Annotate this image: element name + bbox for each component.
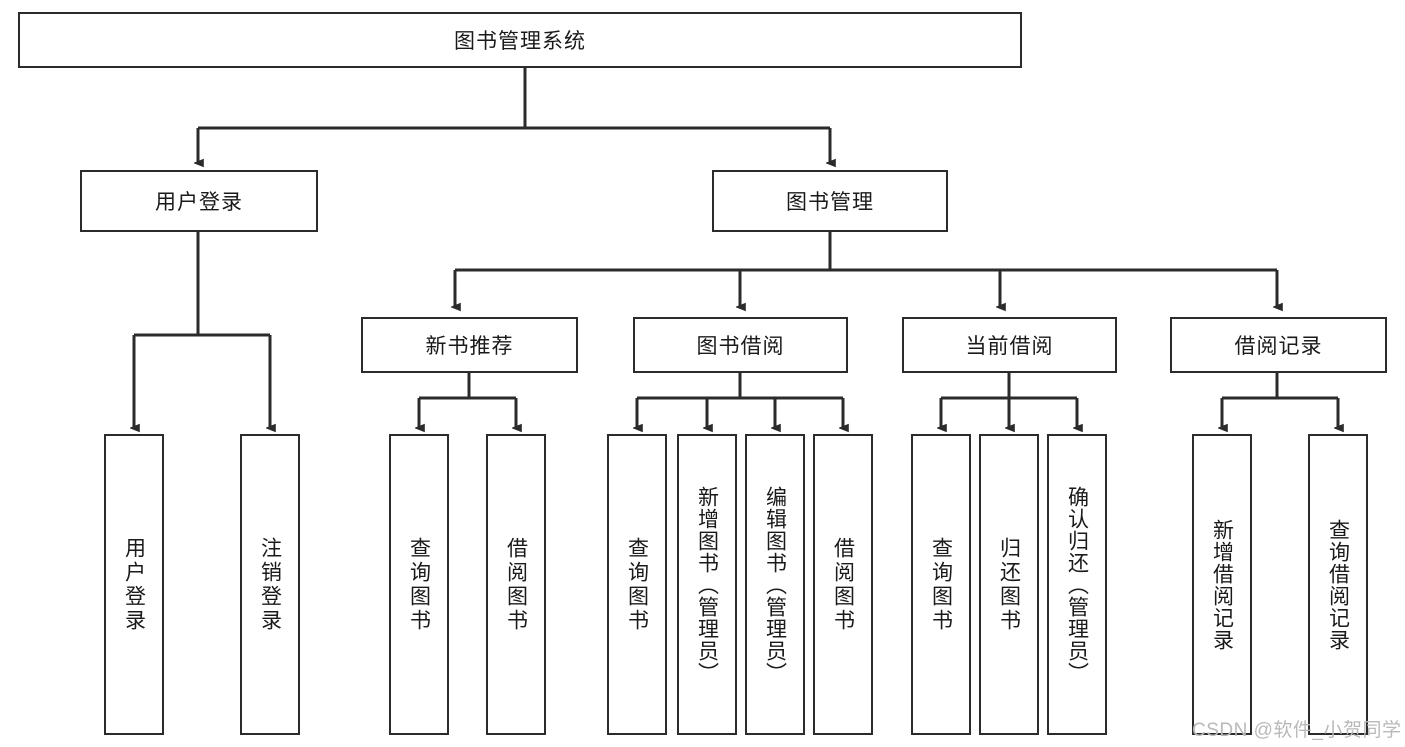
leaf-current-borrow-confirm-return[interactable]: 确认归还（管理员） (1047, 434, 1107, 735)
leaf-book-borrow-add[interactable]: 新增图书（管理员） (677, 434, 737, 735)
node-label: 借阅图书 (504, 536, 528, 633)
leaf-current-borrow-query[interactable]: 查询图书 (911, 434, 971, 735)
node-label: 归还图书 (997, 536, 1021, 633)
node-book-management[interactable]: 图书管理 (712, 170, 948, 232)
node-label: 查询图书 (929, 536, 953, 633)
node-label: 借阅记录 (1234, 335, 1323, 358)
node-book-borrow[interactable]: 图书借阅 (633, 317, 848, 373)
node-label: 查询图书 (407, 536, 431, 633)
node-label: 注销登录 (258, 536, 282, 633)
node-user-login[interactable]: 用户登录 (80, 170, 318, 232)
leaf-borrow-record-query[interactable]: 查询借阅记录 (1308, 434, 1368, 735)
node-new-book-recommend[interactable]: 新书推荐 (361, 317, 578, 373)
node-label: 用户登录 (155, 191, 243, 214)
node-label: 图书管理 (786, 191, 874, 214)
node-borrow-record[interactable]: 借阅记录 (1170, 317, 1387, 373)
node-label: 借阅图书 (831, 536, 855, 633)
node-label: 新书推荐 (425, 335, 514, 358)
node-label: 新增图书（管理员） (695, 485, 719, 684)
node-label: 编辑图书（管理员） (763, 485, 787, 684)
node-label: 查询图书 (625, 536, 649, 633)
leaf-book-borrow-borrow[interactable]: 借阅图书 (813, 434, 873, 735)
csdn-watermark: CSDN @软件_小贺同学 (1192, 720, 1402, 741)
leaf-current-borrow-return[interactable]: 归还图书 (979, 434, 1039, 735)
node-label: 确认归还（管理员） (1065, 485, 1089, 684)
leaf-new-book-query[interactable]: 查询图书 (389, 434, 449, 735)
node-label: 图书借阅 (696, 335, 785, 358)
leaf-user-login-login[interactable]: 用户登录 (104, 434, 164, 735)
node-label: 查询借阅记录 (1326, 518, 1350, 651)
leaf-book-borrow-query[interactable]: 查询图书 (607, 434, 667, 735)
leaf-user-login-logout[interactable]: 注销登录 (240, 434, 300, 735)
node-label: 新增借阅记录 (1210, 518, 1234, 651)
node-label: 用户登录 (122, 536, 146, 633)
leaf-book-borrow-edit[interactable]: 编辑图书（管理员） (745, 434, 805, 735)
node-book-management-system[interactable]: 图书管理系统 (18, 12, 1022, 68)
leaf-new-book-borrow[interactable]: 借阅图书 (486, 434, 546, 735)
node-label: 当前借阅 (965, 335, 1054, 358)
node-label: 图书管理系统 (454, 30, 586, 53)
leaf-borrow-record-add[interactable]: 新增借阅记录 (1192, 434, 1252, 735)
node-current-borrow[interactable]: 当前借阅 (902, 317, 1117, 373)
